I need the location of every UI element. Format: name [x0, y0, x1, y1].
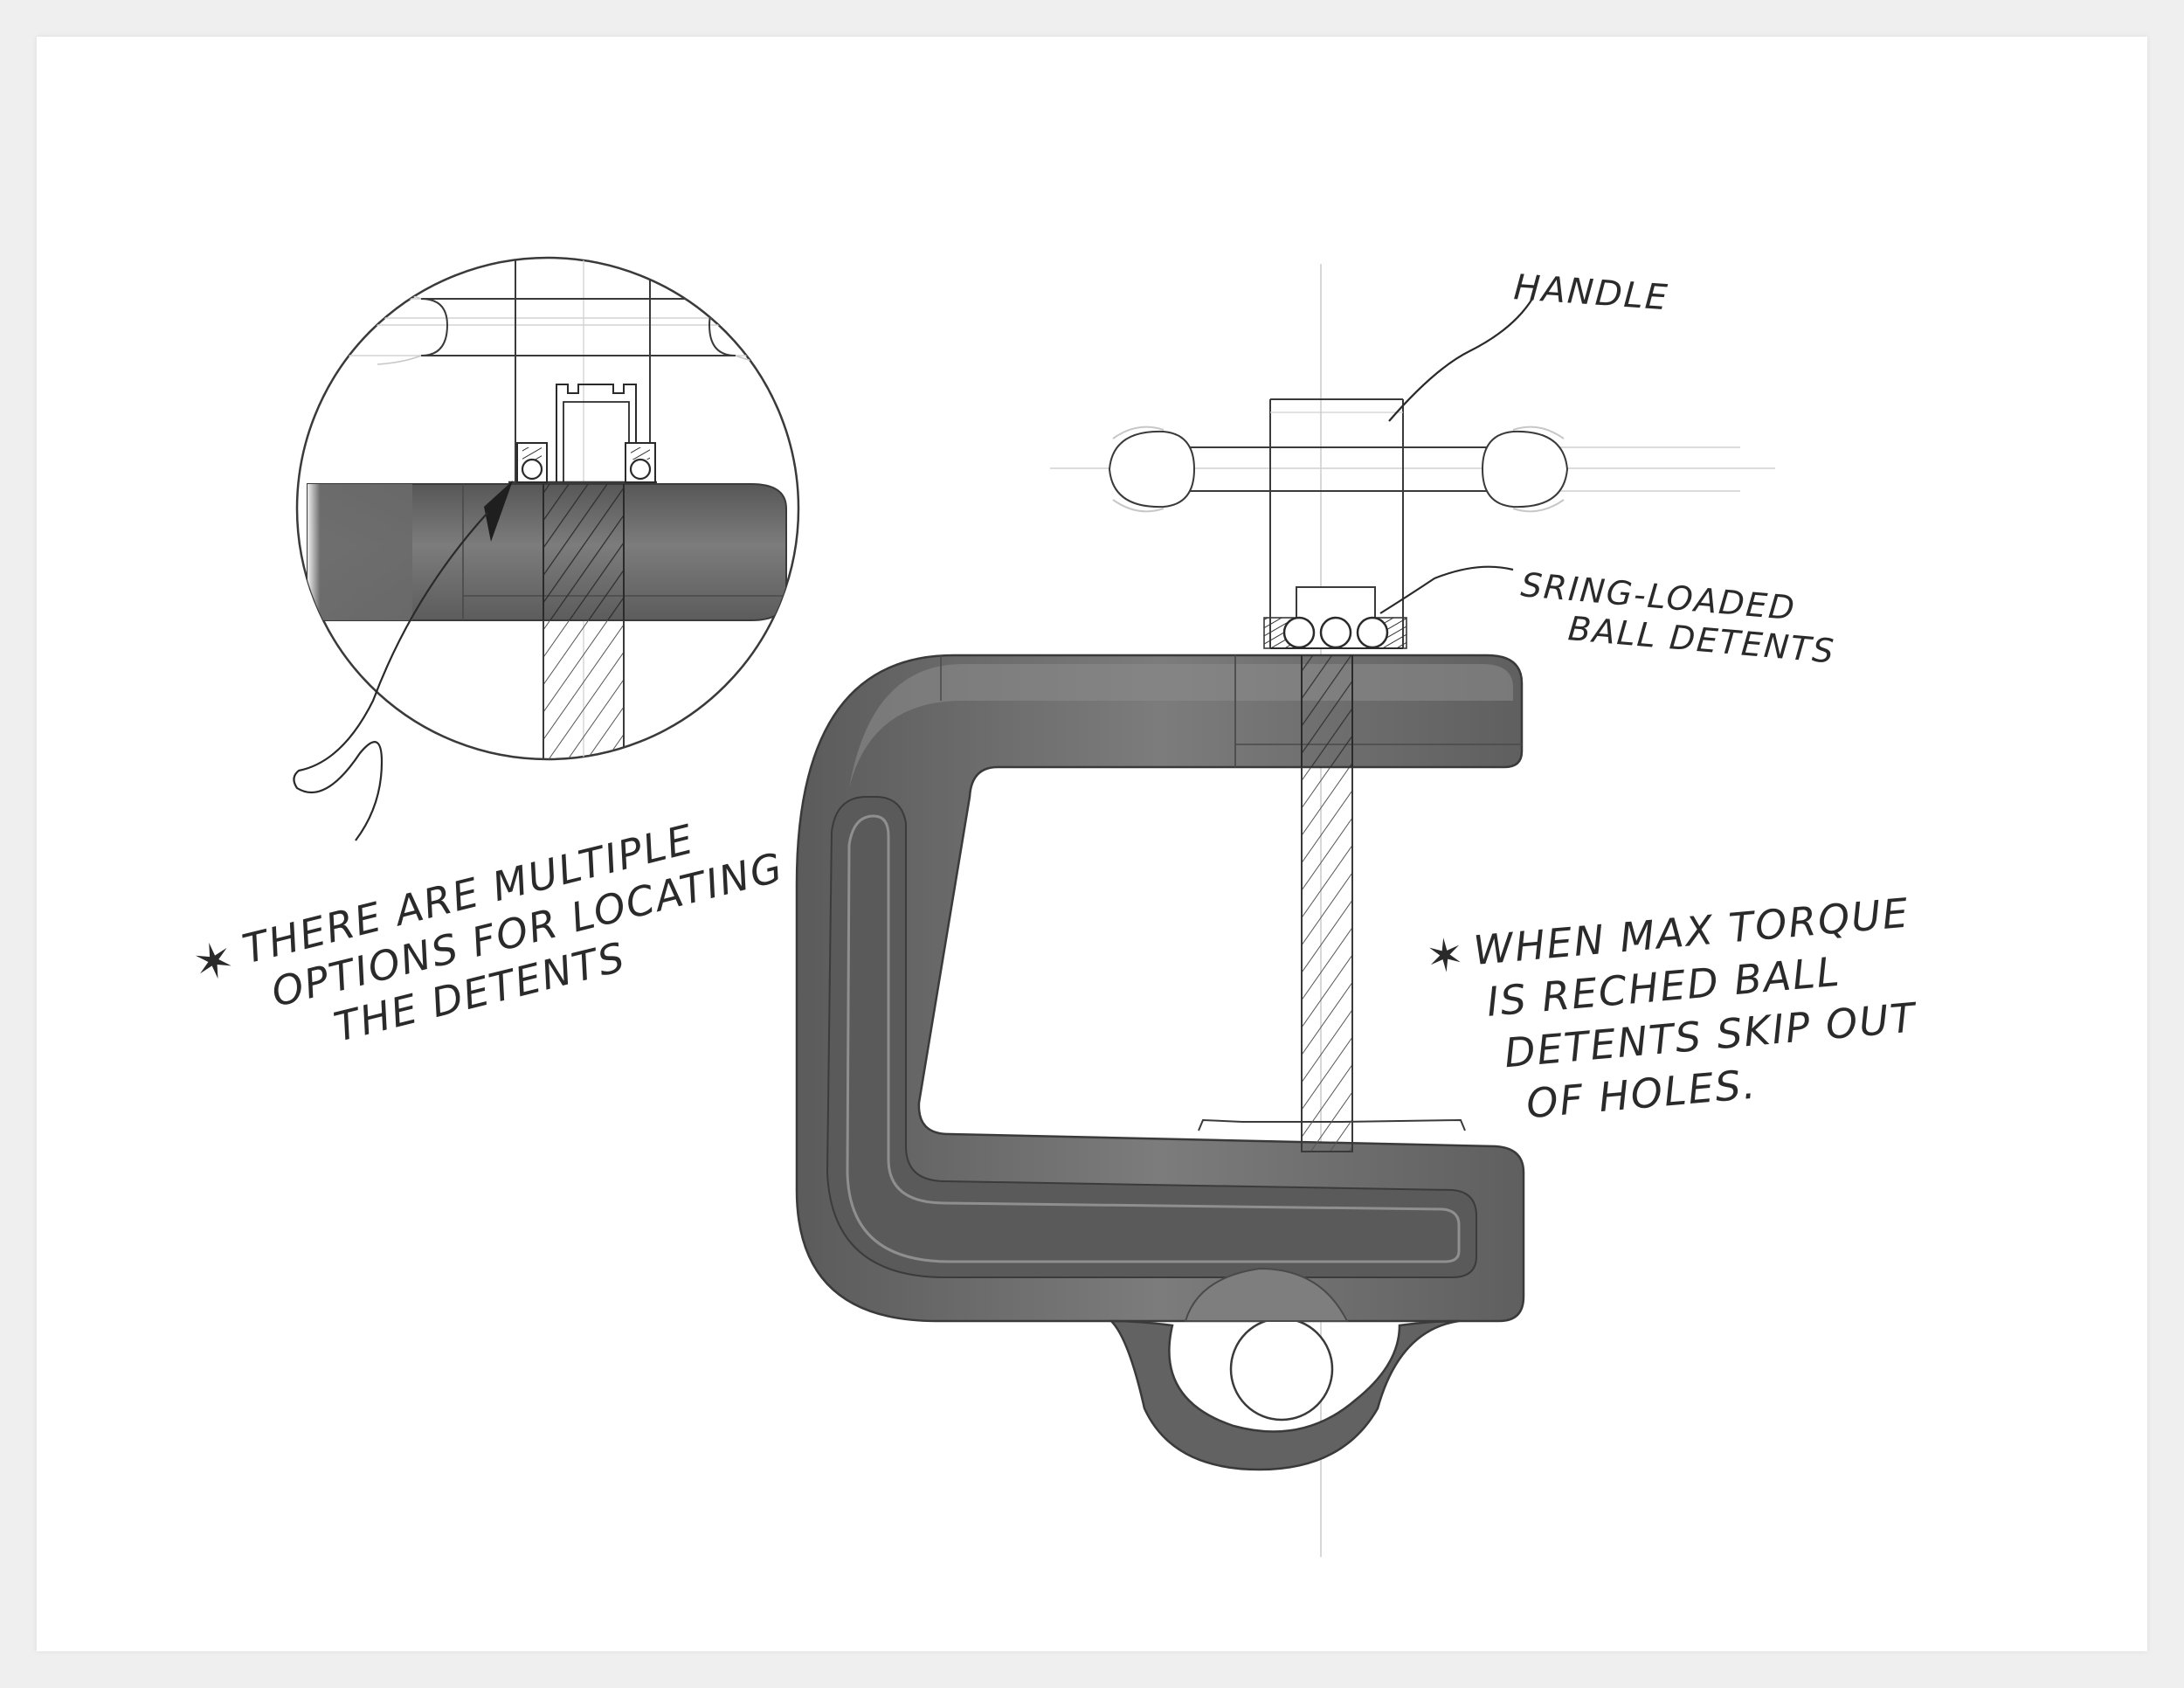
note-right-star: ✶: [1424, 929, 1469, 985]
note-left: ✶ THERE ARE MULTIPLE OPTIONS FOR LOCATIN…: [187, 815, 788, 1051]
clamp-body: [795, 654, 1525, 1471]
ball-detents: [1263, 586, 1407, 649]
leader-lines: [1379, 298, 1533, 614]
handle-label: HANDLE: [1512, 267, 1670, 318]
note-right: ✶ WHEN MAX TORQUE IS RECHED BALL DETENTS…: [1424, 889, 1920, 1128]
clamp-sketch: HANDLE SRING-LOADED BALL DETENTS ✶ THERE…: [187, 256, 1920, 1557]
note-left-star: ✶: [187, 930, 242, 995]
detail-leader-line: [293, 512, 488, 841]
clamp-screw: [1301, 655, 1353, 1152]
drawing-sheet: HANDLE SRING-LOADED BALL DETENTS ✶ THERE…: [37, 37, 2147, 1651]
detail-view: [295, 256, 800, 761]
